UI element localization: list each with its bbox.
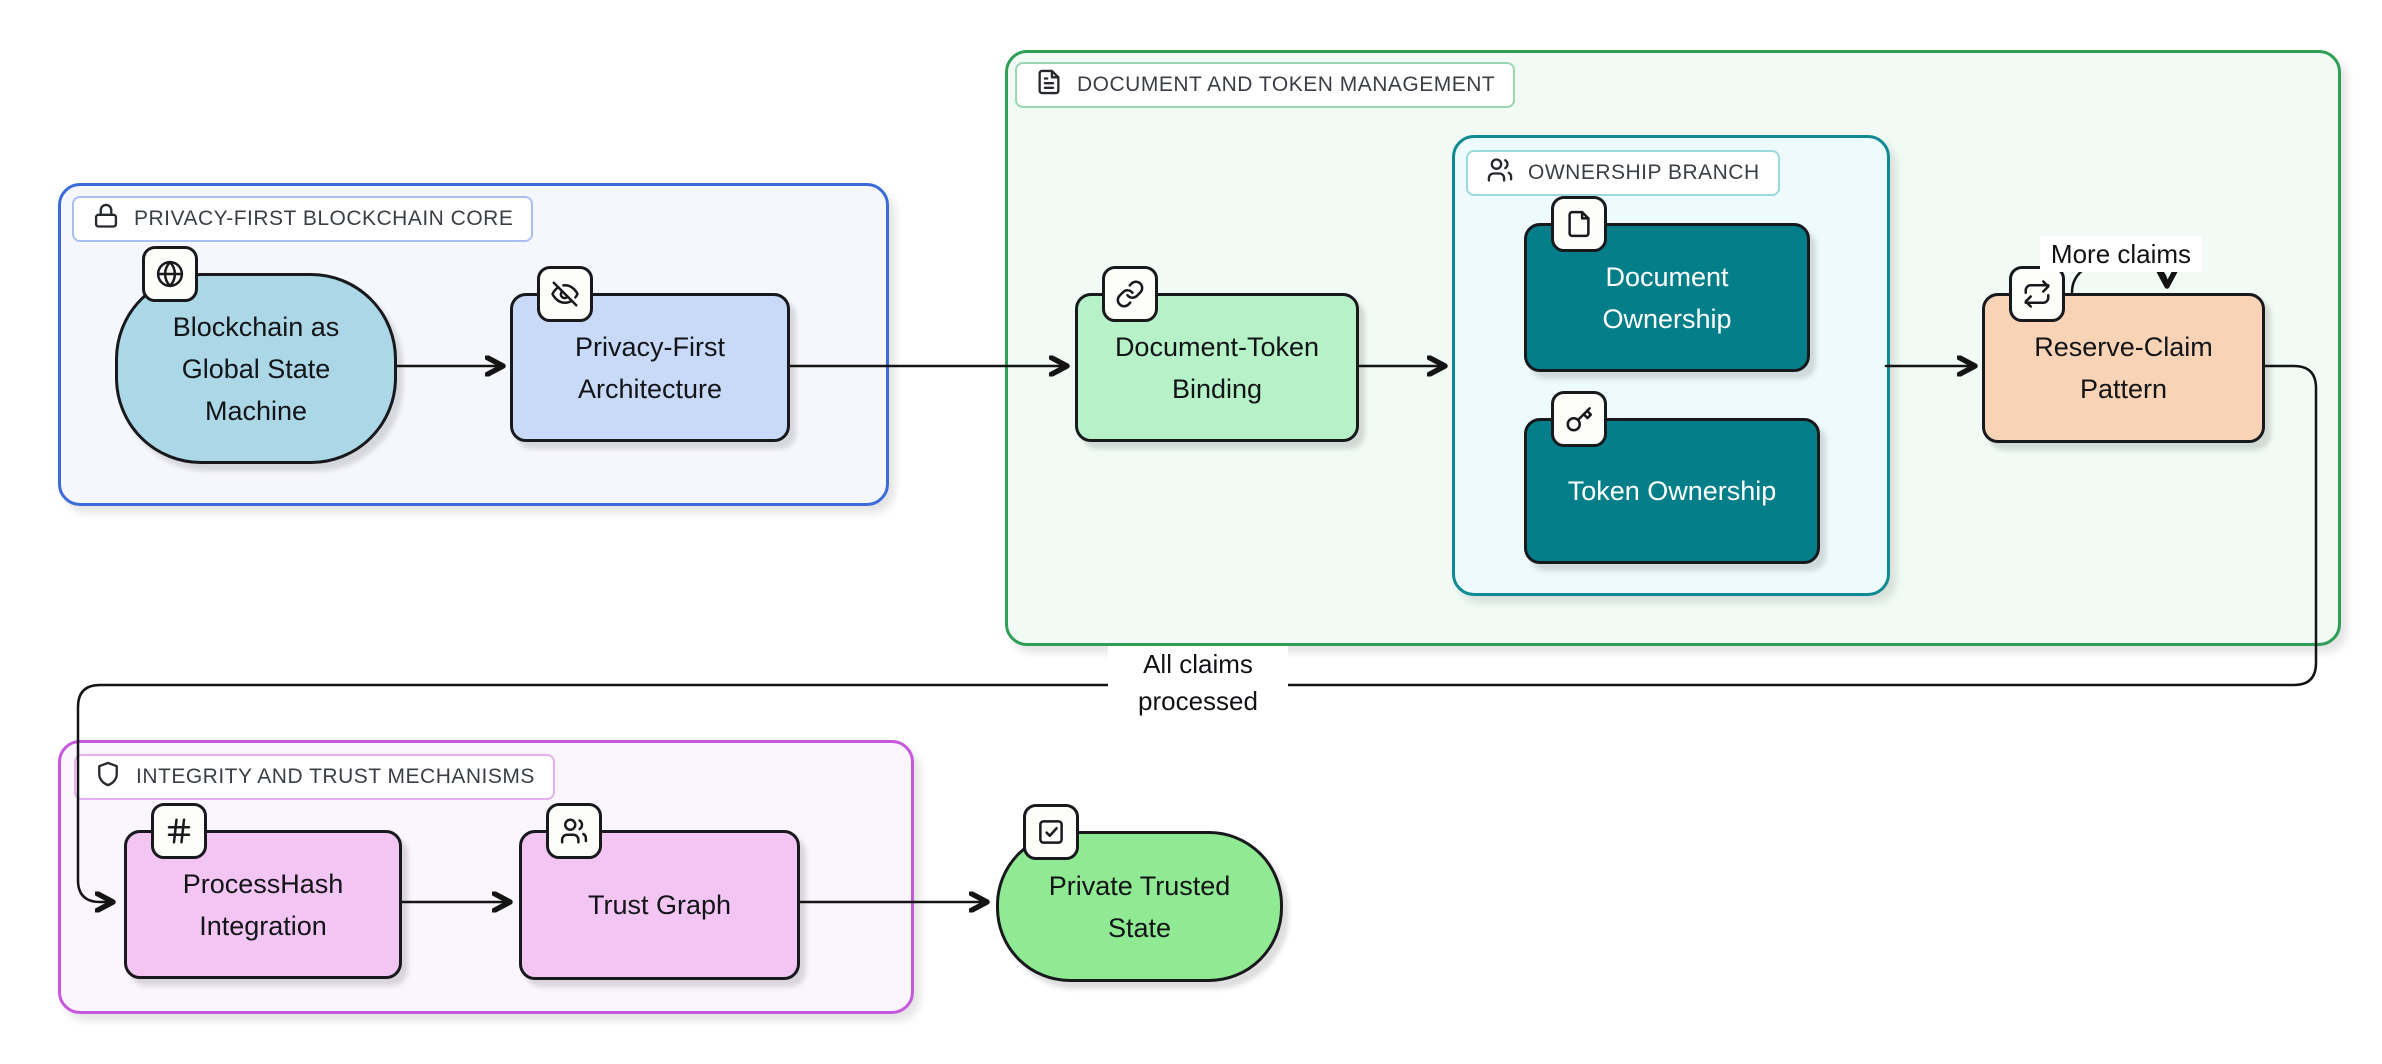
node-token-ownership: Token Ownership — [1524, 391, 1820, 564]
hash-icon — [151, 803, 207, 859]
node-document-token-binding: Document-Token Binding — [1075, 266, 1359, 442]
group-label-text: DOCUMENT AND TOKEN MANAGEMENT — [1077, 73, 1496, 96]
group-label-ownership-branch: OWNERSHIP BRANCH — [1466, 150, 1780, 196]
edge-label-more-claims: More claims — [2040, 236, 2202, 272]
link-icon — [1102, 266, 1158, 322]
group-label-text: INTEGRITY AND TRUST MECHANISMS — [136, 765, 535, 788]
node-blockchain-state-machine: Blockchain as Global State Machine — [115, 246, 397, 464]
group-label-text: OWNERSHIP BRANCH — [1528, 161, 1760, 184]
file-icon — [1551, 196, 1607, 252]
globe-icon — [142, 246, 198, 302]
users-icon — [1486, 156, 1514, 190]
shield-icon — [94, 760, 122, 794]
node-document-ownership: Document Ownership — [1524, 196, 1810, 372]
node-label: ProcessHash Integration — [182, 868, 344, 941]
repeat-icon — [2009, 266, 2065, 322]
node-trust-graph: Trust Graph — [519, 803, 800, 980]
edge-label-all-claims-processed: All claims processed — [1108, 646, 1288, 720]
file-text-icon — [1035, 68, 1063, 102]
node-label: Reserve-Claim Pattern — [2034, 332, 2213, 404]
group-label-document-token-management: DOCUMENT AND TOKEN MANAGEMENT — [1015, 62, 1516, 108]
node-label: Privacy-First Architecture — [575, 331, 725, 404]
square-check-icon — [1023, 804, 1079, 860]
node-label: Blockchain as Global State Machine — [172, 311, 340, 426]
group-label-integrity-trust: INTEGRITY AND TRUST MECHANISMS — [74, 754, 555, 800]
edge-reserve-to-processhash — [76, 364, 2318, 902]
node-label: Token Ownership — [1567, 476, 1777, 506]
node-label: Document Ownership — [1602, 261, 1732, 334]
node-reserve-claim-pattern: Reserve-Claim Pattern — [1982, 266, 2265, 443]
node-label: Private Trusted State — [1048, 870, 1231, 943]
group-label-privacy-core: PRIVACY-FIRST BLOCKCHAIN CORE — [72, 196, 534, 242]
eye-off-icon — [537, 266, 593, 322]
node-processhash-integration: ProcessHash Integration — [124, 803, 402, 979]
key-icon — [1551, 391, 1607, 447]
node-label: Trust Graph — [587, 890, 732, 920]
users-icon — [546, 803, 602, 859]
node-label: Document-Token Binding — [1114, 331, 1320, 404]
group-label-text: PRIVACY-FIRST BLOCKCHAIN CORE — [134, 207, 514, 230]
lock-icon — [92, 202, 120, 236]
node-privacy-first-architecture: Privacy-First Architecture — [510, 266, 790, 442]
node-private-trusted-state: Private Trusted State — [996, 804, 1283, 982]
